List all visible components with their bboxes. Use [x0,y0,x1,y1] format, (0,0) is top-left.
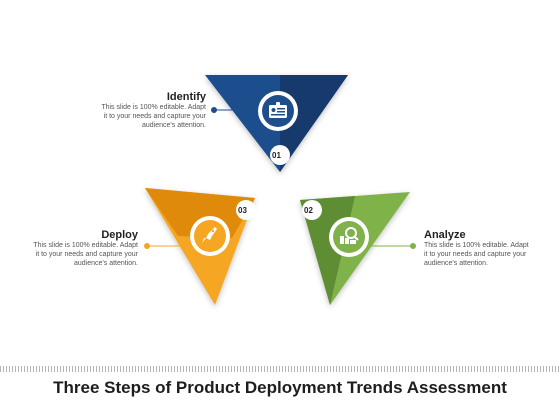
deploy-description-line: This slide is 100% editable. Adapt [33,242,138,249]
analyze-description-line: This slide is 100% editable. Adapt [424,242,529,249]
deploy-description: This slide is 100% editable. Adapt it to… [4,241,138,268]
deploy-triangle-shade [145,188,255,238]
deploy-description-line: audience's attention. [74,260,138,267]
diagram-canvas [144,75,416,305]
deploy-description-line: it to your needs and capture your [35,251,138,258]
chart-magnifier-icon [340,227,359,244]
identify-description-line: it to your needs and capture your [103,113,206,120]
analyze-triangle-group [300,192,416,305]
id-card-icon [269,102,287,118]
identify-number-circle [270,145,290,165]
identify-connector-dot [211,107,217,113]
analyze-title: Analyze [424,229,466,241]
page-title: Three Steps of Product Deployment Trends… [53,378,507,397]
analyze-description-line: it to your needs and capture your [424,251,527,258]
analyze-number: 02 [304,206,313,215]
deploy-triangle-group [144,188,256,305]
analyze-description-line: audience's attention. [424,260,488,267]
deploy-number-circle [236,200,256,220]
deploy-connector-dot [144,243,150,249]
rocket-icon [202,227,217,243]
deploy-number: 03 [238,206,247,215]
analyze-number-circle [302,200,322,220]
identify-title: Identify [166,91,206,103]
identify-triangle-shade [280,75,348,172]
analyze-description: This slide is 100% editable. Adapt it to… [424,241,558,268]
identify-description-line: This slide is 100% editable. Adapt [101,104,206,111]
identify-number: 01 [272,151,281,160]
footer-divider [0,366,560,372]
analyze-connector-dot [410,243,416,249]
deploy-title: Deploy [101,229,138,241]
identify-description: This slide is 100% editable. Adapt it to… [70,103,206,130]
identify-triangle-group [205,75,348,172]
identify-description-line: audience's attention. [142,122,206,129]
